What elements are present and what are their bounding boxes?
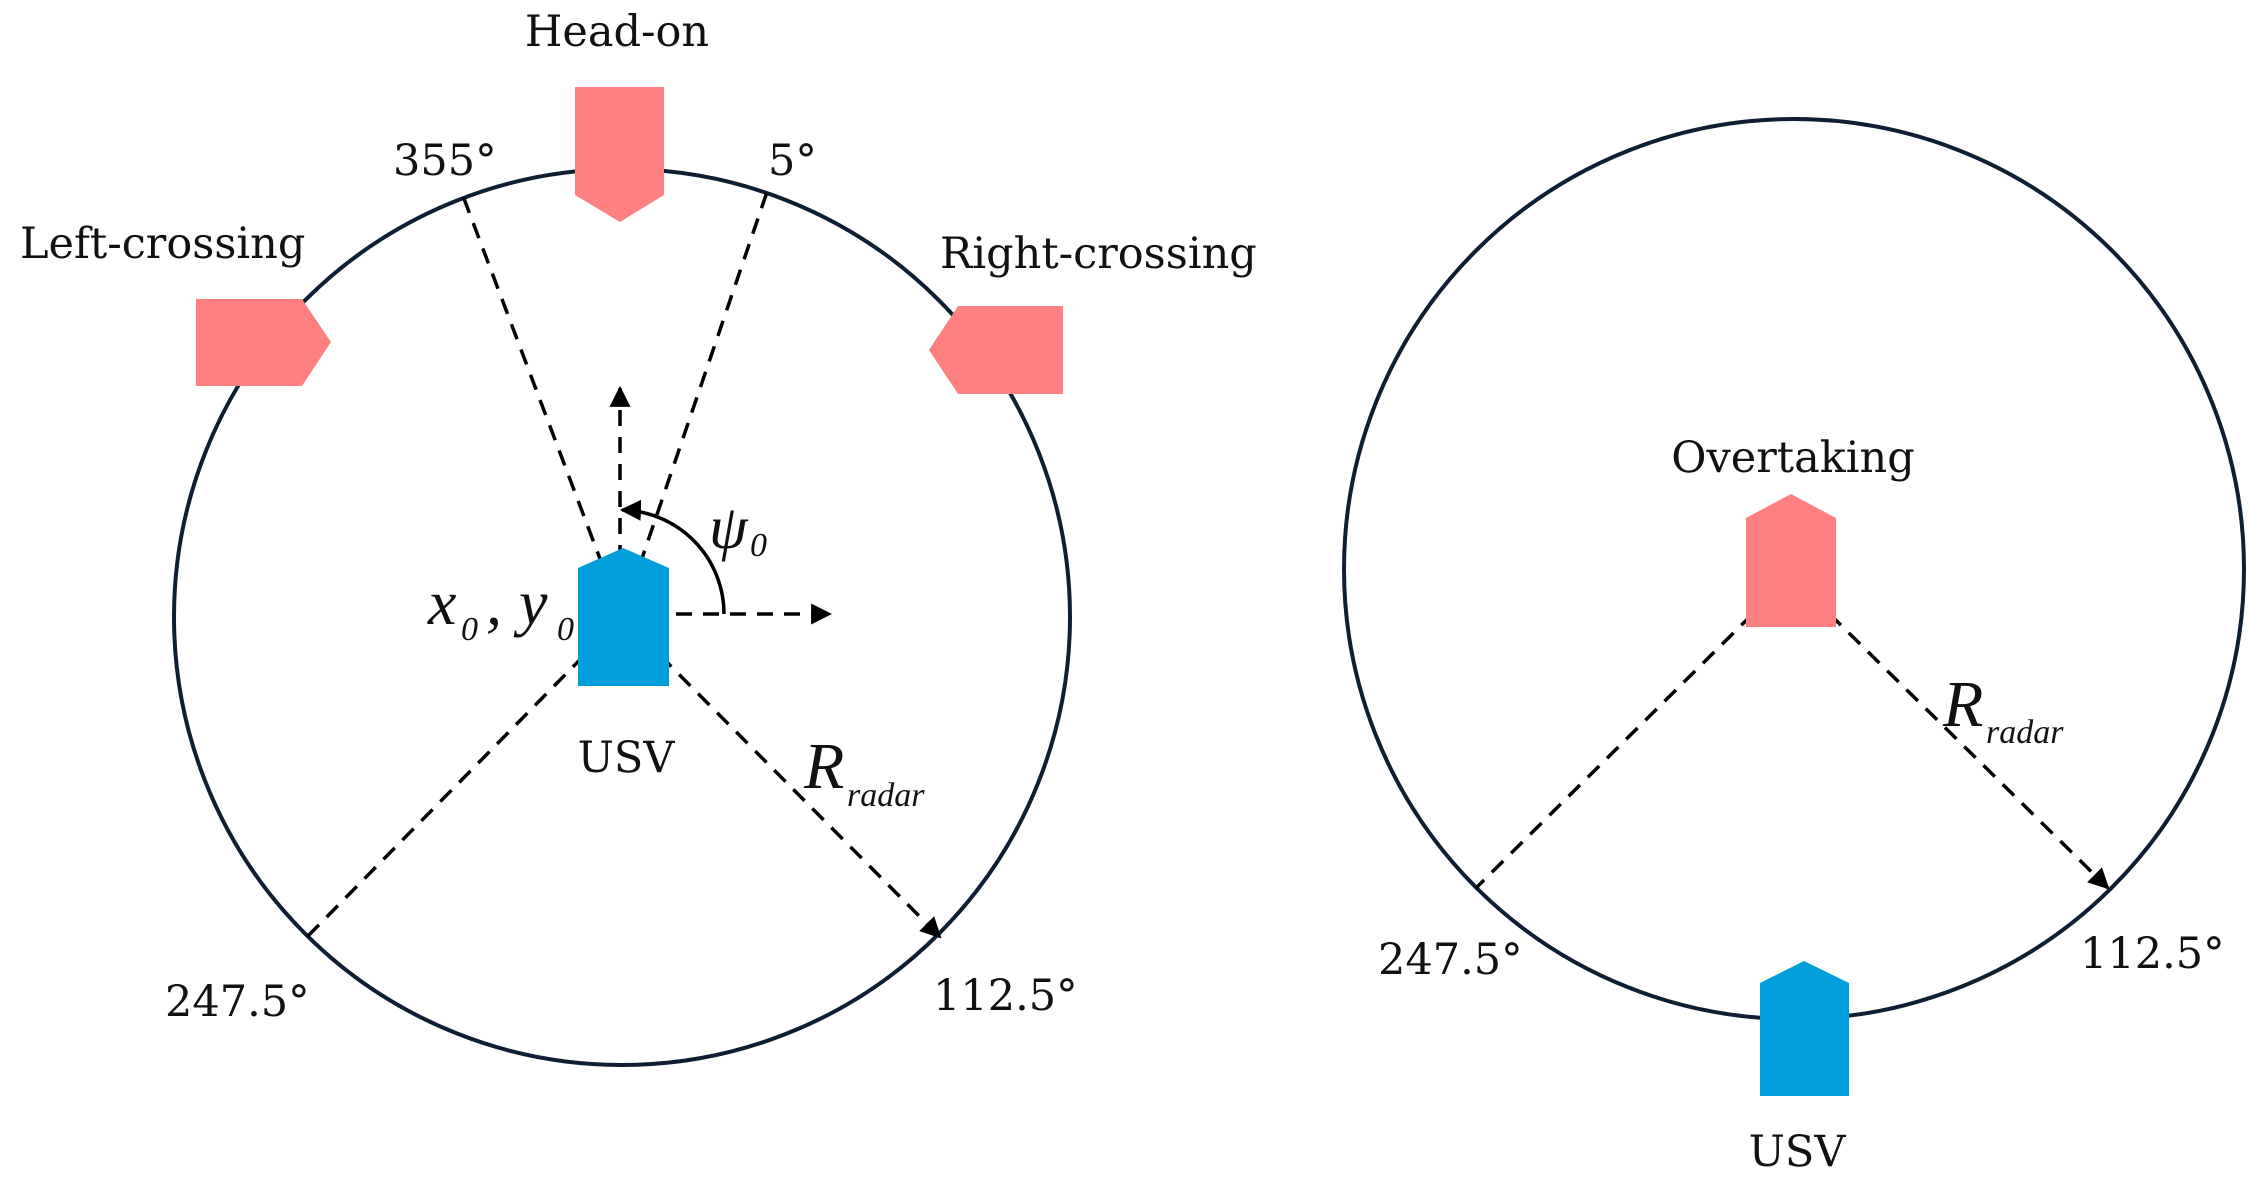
angle-247-label: 247.5° (1378, 935, 1523, 985)
r-radar-subscript: radar (1986, 714, 2064, 751)
psi-symbol: ψ (709, 494, 749, 562)
right-panel: Overtaking 247.5° 112.5° USV R radar (1342, 117, 2246, 1177)
usv-ship-icon (1760, 961, 1849, 1096)
angle-112-label: 112.5° (933, 971, 1078, 1021)
sector-line-5 (620, 191, 769, 618)
angle-355-label: 355° (393, 136, 497, 186)
left-crossing-ship-icon (196, 299, 331, 386)
sector-line-247 (1474, 574, 1793, 890)
r-radar-symbol: R (803, 730, 844, 803)
sector-line-355 (461, 195, 624, 618)
head-on-ship-icon (575, 87, 664, 222)
overtaking-ship-icon (1746, 494, 1836, 627)
right-crossing-ship-icon (929, 306, 1063, 394)
y-subscript: 0 (557, 611, 574, 648)
usv-label: USV (578, 733, 676, 783)
x-symbol: x (427, 567, 456, 638)
overtaking-label: Overtaking (1671, 433, 1915, 483)
usv-ship-icon (578, 548, 669, 686)
left-panel: Head-on Left-crossing Right-crossing 355… (20, 7, 1257, 1067)
angle-112-label: 112.5° (2080, 929, 2225, 979)
radar-radius-arrow (620, 615, 942, 939)
sector-line-247 (305, 615, 624, 939)
r-radar-symbol: R (1942, 668, 1983, 741)
r-radar-subscript: radar (847, 777, 925, 814)
radar-radius-arrow (1789, 574, 2110, 890)
coordinate-comma: , (486, 567, 502, 638)
psi-angle-arc (619, 499, 726, 615)
left-crossing-label: Left-crossing (20, 219, 305, 269)
head-on-label: Head-on (525, 7, 709, 57)
psi-subscript: 0 (750, 527, 767, 564)
y-symbol: y (513, 567, 548, 638)
right-crossing-label: Right-crossing (940, 229, 1257, 279)
angle-5-label: 5° (768, 136, 817, 186)
usv-label: USV (1749, 1127, 1847, 1177)
angle-247-label: 247.5° (165, 977, 310, 1027)
x-subscript: 0 (461, 611, 478, 648)
